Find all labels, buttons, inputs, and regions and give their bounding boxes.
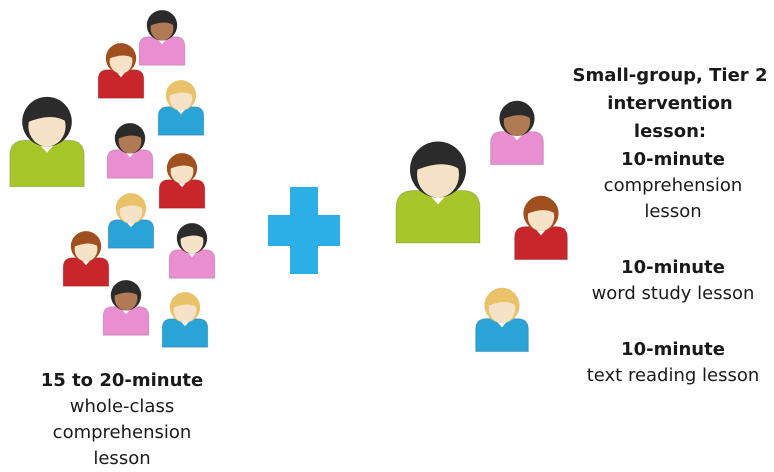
whole-class-duration: 15 to 20-minute: [40, 370, 204, 391]
student-icon: [161, 292, 209, 348]
whole-class-line3: lesson: [93, 448, 151, 469]
student-icon: [157, 80, 205, 136]
whole-class-line2: comprehension: [52, 422, 192, 443]
student-icon: [97, 43, 145, 99]
lesson-label: lesson: [644, 201, 702, 222]
plus-icon: [268, 187, 340, 274]
lesson-block: 10-minute text reading lesson: [573, 337, 773, 389]
teacher-icon: [9, 96, 85, 188]
student-icon: [102, 280, 150, 336]
lesson-label: comprehension: [603, 175, 743, 196]
student-icon: [138, 10, 186, 66]
student-icon: [490, 100, 544, 166]
lesson-label: word study lesson: [591, 283, 755, 304]
teacher-icon: [395, 141, 481, 244]
student-icon: [107, 193, 155, 249]
student-icon: [158, 153, 206, 209]
small-group-heading-line1: Small-group, Tier 2: [572, 65, 768, 86]
student-icon: [62, 231, 110, 287]
lesson-block: 10-minute comprehension lesson: [573, 147, 773, 225]
small-group-heading-line2: intervention lesson:: [607, 93, 733, 142]
small-group-heading: Small-group, Tier 2 intervention lesson:: [570, 62, 770, 146]
student-icon: [475, 287, 529, 353]
student-icon: [514, 195, 568, 261]
student-icon: [168, 223, 216, 279]
lesson-duration: 10-minute: [621, 339, 725, 360]
whole-class-line1: whole-class: [69, 396, 175, 417]
lesson-duration: 10-minute: [621, 257, 725, 278]
whole-class-caption: 15 to 20-minute whole-class comprehensio…: [22, 368, 222, 472]
lesson-duration: 10-minute: [621, 149, 725, 170]
student-icon: [106, 123, 154, 179]
lesson-block: 10-minute word study lesson: [573, 255, 773, 307]
lesson-label: text reading lesson: [586, 365, 760, 386]
